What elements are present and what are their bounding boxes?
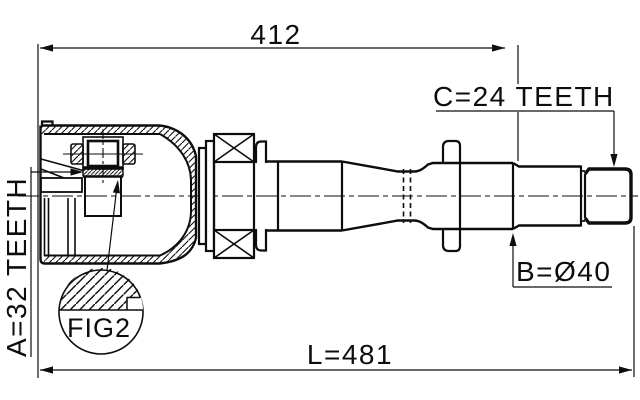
spline-a-label: A=32 TEETH bbox=[1, 177, 32, 357]
bearing-block-top bbox=[212, 132, 256, 164]
dimension-l481 bbox=[40, 226, 635, 377]
dim-l481-label: L=481 bbox=[307, 339, 393, 370]
label-a-spline-leader bbox=[30, 167, 84, 357]
arrow-up bbox=[509, 233, 517, 246]
fig2-label: FIG2 bbox=[67, 313, 131, 343]
arrow-left bbox=[40, 44, 53, 52]
dimension-412 bbox=[37, 44, 519, 378]
snap-ring-top bbox=[254, 140, 268, 163]
fig2-leader-arrow bbox=[112, 180, 120, 194]
housing-top-wall-hatch bbox=[41, 126, 160, 134]
fig2-leader-line bbox=[106, 181, 119, 271]
label-c-spline-leader bbox=[436, 110, 618, 167]
shaft-end-in-joint bbox=[84, 176, 122, 217]
tripod-roller-assembly bbox=[63, 129, 143, 217]
label-b-diameter-leader bbox=[509, 233, 612, 288]
arrow-left bbox=[40, 366, 53, 374]
inboard-joint-housing bbox=[39, 120, 198, 265]
detail-circle-fig2 bbox=[58, 180, 144, 355]
fig2-hatch-segment bbox=[59, 268, 143, 310]
arrow-right bbox=[70, 168, 84, 176]
housing-bore-block bbox=[40, 177, 83, 193]
outboard-spline-stub bbox=[583, 167, 633, 225]
intermediate-shaft bbox=[266, 139, 585, 253]
damper-clamp-bottom bbox=[441, 229, 462, 253]
spline-c-label: C=24 TEETH bbox=[433, 81, 615, 112]
bearing-block-bottom bbox=[212, 228, 256, 260]
arrow-down bbox=[610, 154, 618, 167]
housing-bottom-wall-hatch bbox=[44, 256, 160, 264]
diameter-b-label: B=Ø40 bbox=[516, 256, 611, 287]
support-bearing-assembly bbox=[197, 132, 268, 260]
snap-ring-bottom bbox=[254, 229, 268, 252]
boot-ring-2 bbox=[204, 139, 216, 253]
arrow-right bbox=[619, 366, 632, 374]
arrow-right bbox=[492, 44, 505, 52]
dim-412-label: 412 bbox=[250, 19, 301, 50]
fig2-groove-notch bbox=[127, 297, 143, 310]
damper-clamp-top bbox=[441, 139, 462, 163]
